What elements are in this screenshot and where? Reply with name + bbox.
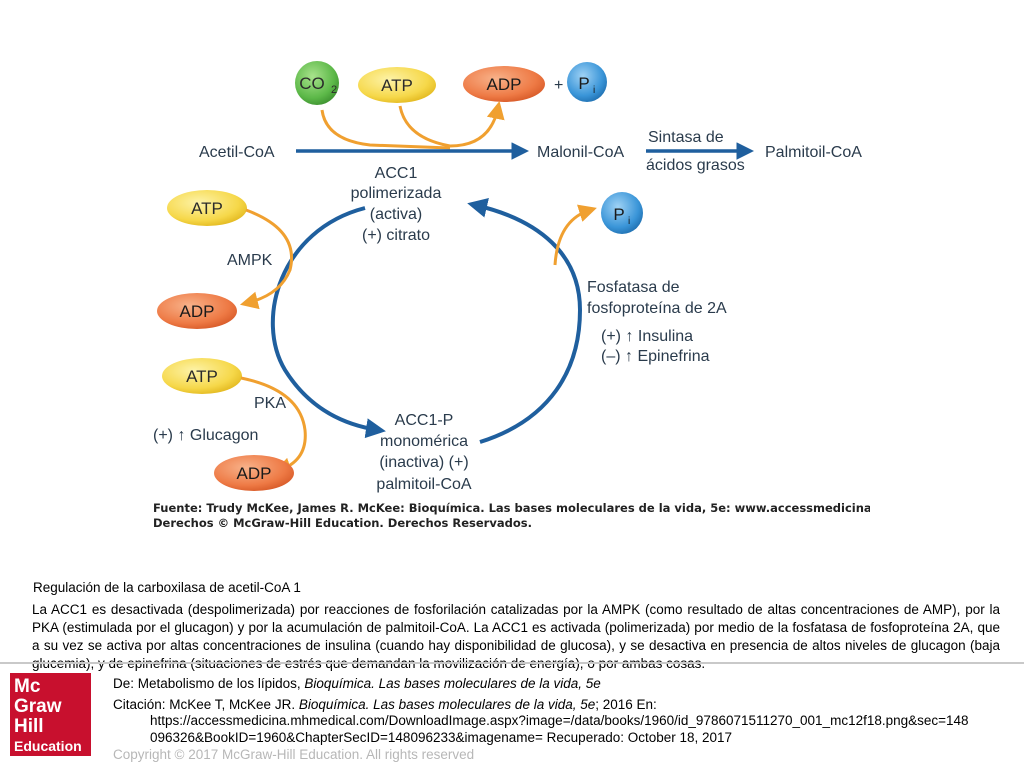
sintasa-label-1: Sintasa de xyxy=(648,129,724,146)
figure-source-line-2: Derechos © McGraw-Hill Education. Derech… xyxy=(153,516,532,528)
svg-text:P: P xyxy=(578,74,589,93)
atp-pka-pill: ATP xyxy=(162,358,242,394)
svg-text:P: P xyxy=(613,205,624,224)
palmitoil-coa-label: Palmitoil-CoA xyxy=(765,144,862,161)
activation-arc xyxy=(467,197,583,444)
acc1-inactive-line-2: monomérica xyxy=(380,433,468,450)
adp-output-arrow xyxy=(449,100,505,148)
deactivation-arc xyxy=(270,206,386,439)
divider xyxy=(0,662,1024,664)
acc1-inactive-line-4: palmitoil-CoA xyxy=(376,476,471,493)
pi-release-arrow xyxy=(553,204,597,266)
figure-panel: CO 2 ATP ADP + P i Acetil-CoA Malonil-Co… xyxy=(150,60,870,528)
svg-text:ATP: ATP xyxy=(186,367,218,386)
atp-input-arrow xyxy=(398,105,451,148)
svg-text:ADP: ADP xyxy=(237,464,272,483)
atp-ampk-pill: ATP xyxy=(167,190,247,226)
svg-text:CO: CO xyxy=(299,74,325,93)
acc1-active-line-4: (+) citrato xyxy=(362,227,430,244)
malonil-coa-label: Malonil-CoA xyxy=(537,144,624,161)
svg-text:i: i xyxy=(628,216,630,227)
fosfatasa-label-1: Fosfatasa de xyxy=(587,279,680,296)
acetil-coa-label: Acetil-CoA xyxy=(199,144,275,161)
acc1-active-line-3: (activa) xyxy=(370,206,422,223)
reference-source: De: Metabolismo de los lípidos, Bioquími… xyxy=(113,676,601,691)
plus-sign: + xyxy=(554,77,563,94)
caption-body: La ACC1 es desactivada (despolimerizada)… xyxy=(32,602,1000,671)
svg-text:ADP: ADP xyxy=(487,75,522,94)
epinefrina-label: (–) ↑ Epinefrina xyxy=(601,348,710,365)
copyright-notice: Copyright © 2017 McGraw-Hill Education. … xyxy=(113,747,475,762)
co2-input-arrow xyxy=(320,109,451,150)
svg-text:i: i xyxy=(593,85,595,96)
sintasa-label-2: ácidos grasos xyxy=(646,157,745,174)
fosfatasa-label-2: fosfoproteína de 2A xyxy=(587,300,727,317)
acc1-inactive-line-1: ACC1-P xyxy=(395,412,454,429)
ampk-arrow xyxy=(240,208,293,310)
mcgraw-hill-logo: Mc Graw Hill Education xyxy=(10,673,91,756)
adp-ampk-pill: ADP xyxy=(157,293,237,329)
acc1-active-line-2: polimerizada xyxy=(351,185,442,202)
acc1-regulation-diagram: CO 2 ATP ADP + P i Acetil-CoA Malonil-Co… xyxy=(153,61,870,528)
reference-url-line-1[interactable]: https://accessmedicina.mhmedical.com/Dow… xyxy=(150,713,969,728)
pka-label: PKA xyxy=(254,395,286,412)
reference-citation: Citación: McKee T, McKee JR. Bioquímica.… xyxy=(113,697,657,712)
adp-pka-pill: ADP xyxy=(214,455,294,491)
svg-text:ADP: ADP xyxy=(180,302,215,321)
svg-text:2: 2 xyxy=(331,84,337,96)
figure-source-line-1: Fuente: Trudy McKee, James R. McKee: Bio… xyxy=(153,501,870,515)
acc1-active-line-1: ACC1 xyxy=(375,165,418,182)
acc1-inactive-line-3: (inactiva) (+) xyxy=(379,454,468,471)
svg-text:ATP: ATP xyxy=(381,76,413,95)
svg-text:ATP: ATP xyxy=(191,199,223,218)
pi-top-molecule: P i xyxy=(567,62,607,102)
atp-top-pill: ATP xyxy=(358,67,436,103)
pka-arrow xyxy=(240,376,307,475)
caption-title: Regulación de la carboxilasa de acetil-C… xyxy=(33,580,301,595)
glucagon-label: (+) ↑ Glucagon xyxy=(153,427,258,444)
pi-right-molecule: P i xyxy=(601,192,643,234)
insulina-label: (+) ↑ Insulina xyxy=(601,328,693,345)
reference-url-line-2: 096326&BookID=1960&ChapterSecID=14809623… xyxy=(150,730,733,745)
adp-top-pill: ADP xyxy=(463,66,545,102)
co2-molecule: CO 2 xyxy=(295,61,339,105)
ampk-label: AMPK xyxy=(227,252,273,269)
